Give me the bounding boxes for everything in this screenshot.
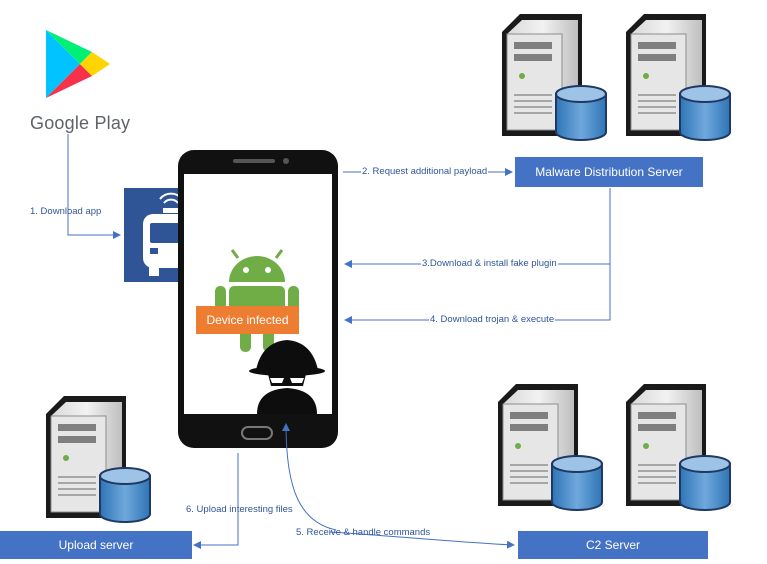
c2-server-icon-1 [497,383,603,511]
arrow-commands-to-c2 [329,531,515,549]
arrow-download-trojan [344,264,611,324]
arrow-upload-files [193,453,239,549]
step-3-label: 3.Download & install fake plugin [421,258,558,269]
malware-distribution-server-box: Malware Distribution Server [515,157,703,187]
c2-server-box: C2 Server [518,531,708,559]
hacker-spy-icon [249,340,325,414]
upload-server-icon [45,395,151,523]
step-4-label: 4. Download trojan & execute [429,314,556,325]
google-play-label: Google Play [30,113,131,133]
step-2-label: 2. Request additional payload [361,166,489,177]
c2-server-label: C2 Server [585,538,641,552]
arrow-commands-to-phone [282,423,337,531]
malware-server-icon-2 [625,13,731,141]
step-5-label: 5. Receive & handle commands [296,527,431,538]
device-infected-badge: Device infected [196,306,299,334]
step-6-label: 6. Upload interesting files [186,504,293,515]
arrow-download-app [67,134,121,239]
upload-server-label: Upload server [58,538,134,552]
google-play-logo-icon [46,30,110,98]
c2-server-icon-2 [625,383,731,511]
malware-server-icon-1 [501,13,607,141]
step-1-label: 1. Download app [30,206,102,217]
arrow-install-plugin [344,188,611,268]
malware-distribution-server-label: Malware Distribution Server [535,165,683,179]
upload-server-box: Upload server [0,531,192,559]
